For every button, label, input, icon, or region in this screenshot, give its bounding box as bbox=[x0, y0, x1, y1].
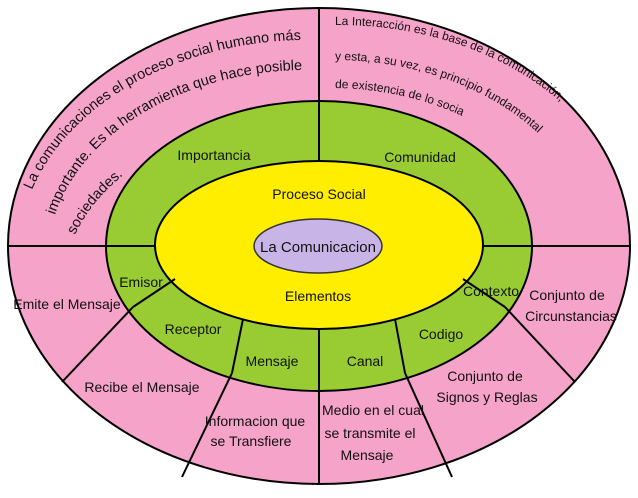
importancia-label: Importancia bbox=[177, 147, 250, 163]
contexto-desc-line-2: Circunstancias bbox=[525, 308, 617, 324]
divider-lines bbox=[8, 8, 630, 484]
codigo-desc-line-2: Signos y Reglas bbox=[436, 389, 537, 405]
center-label: La Comunicacion bbox=[260, 239, 376, 256]
comunidad-label: Comunidad bbox=[384, 149, 456, 165]
center-node bbox=[253, 218, 383, 274]
emite-mensaje-label: Emite el Mensaje bbox=[13, 296, 121, 312]
contexto-label: Contexto bbox=[463, 283, 519, 299]
canal-desc-line-2: se transmite el bbox=[324, 425, 415, 441]
canal-desc-line-1: Medio en el cual bbox=[322, 402, 424, 418]
elementos-label: Elementos bbox=[285, 288, 351, 304]
codigo-desc-line-1: Conjunto de bbox=[447, 368, 523, 384]
contexto-desc-line-1: Conjunto de bbox=[529, 287, 605, 303]
recibe-mensaje-label: Recibe el Mensaje bbox=[84, 379, 199, 395]
emisor-label: Emisor bbox=[119, 274, 163, 290]
canal-desc-line-3: Mensaje bbox=[341, 447, 394, 463]
receptor-label: Receptor bbox=[165, 321, 222, 337]
proceso-social-label: Proceso Social bbox=[272, 186, 365, 202]
mensaje-label: Mensaje bbox=[246, 353, 299, 369]
canal-label: Canal bbox=[347, 353, 384, 369]
informacion-label-2: se Transfiere bbox=[211, 433, 292, 449]
informacion-label-1: Informacion que bbox=[205, 413, 306, 429]
codigo-label: Codigo bbox=[419, 326, 464, 342]
